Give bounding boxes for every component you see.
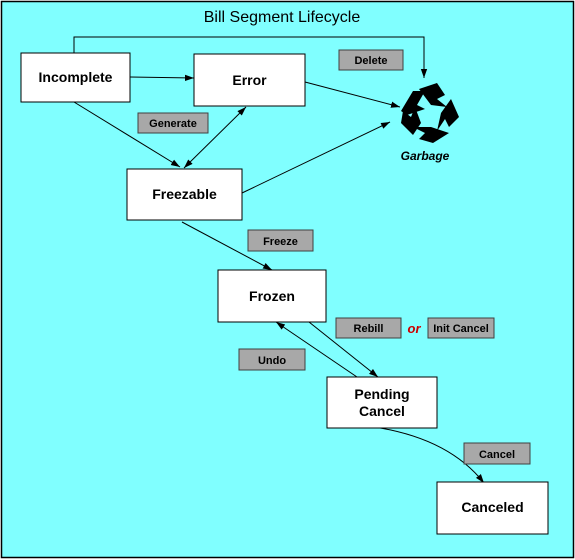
state-frozen: Frozen: [217, 269, 327, 323]
state-freezable-label: Freezable: [152, 186, 217, 202]
cancel-button[interactable]: Cancel: [463, 442, 531, 465]
state-error: Error: [193, 53, 306, 107]
or-label: or: [408, 321, 422, 336]
undo-button-label: Undo: [258, 355, 286, 367]
delete-button[interactable]: Delete: [338, 49, 404, 71]
state-incomplete-label: Incomplete: [39, 69, 113, 85]
delete-button-label: Delete: [354, 55, 387, 67]
state-canceled: Canceled: [436, 481, 549, 535]
cancel-button-label: Cancel: [479, 449, 515, 461]
state-frozen-label: Frozen: [249, 288, 295, 304]
arrow-frozen-to-pending-cancel: [308, 321, 379, 378]
state-pending-cancel-label-2: Cancel: [359, 403, 405, 419]
state-incomplete: Incomplete: [20, 52, 131, 103]
arrow-pending-cancel-to-canceled: [379, 427, 485, 484]
state-error-label: Error: [232, 72, 267, 88]
arrow-incomplete-to-garbage: [73, 36, 428, 78]
arrow-error-to-garbage: [304, 81, 401, 108]
state-freezable: Freezable: [126, 168, 243, 221]
undo-button[interactable]: Undo: [238, 348, 306, 371]
rebill-button-label: Rebill: [354, 323, 384, 335]
freeze-button-label: Freeze: [263, 236, 298, 248]
arrow-freezable-to-garbage: [241, 121, 391, 194]
garbage-node: Garbage: [401, 83, 459, 163]
state-pending-cancel-label-1: Pending: [354, 386, 409, 402]
init-cancel-button[interactable]: Init Cancel: [427, 317, 495, 339]
diagram-title: Bill Segment Lifecycle: [204, 9, 361, 26]
connectors: [73, 36, 485, 484]
state-pending-cancel: Pending Cancel: [326, 376, 438, 429]
freeze-button[interactable]: Freeze: [247, 229, 314, 252]
state-canceled-label: Canceled: [461, 499, 523, 515]
arrow-freezable-to-frozen: [181, 221, 273, 271]
arrow-pending-cancel-to-frozen: [275, 321, 358, 378]
garbage-label: Garbage: [401, 149, 450, 163]
init-cancel-button-label: Init Cancel: [433, 323, 489, 335]
arrow-incomplete-to-freezable: [73, 101, 181, 168]
arrow-incomplete-to-error: [129, 74, 195, 82]
recycle-icon: [401, 83, 459, 143]
arrow-error-freezable: [183, 106, 247, 169]
rebill-button[interactable]: Rebill: [335, 317, 402, 339]
generate-button-label: Generate: [149, 118, 197, 130]
generate-button[interactable]: Generate: [137, 112, 209, 134]
